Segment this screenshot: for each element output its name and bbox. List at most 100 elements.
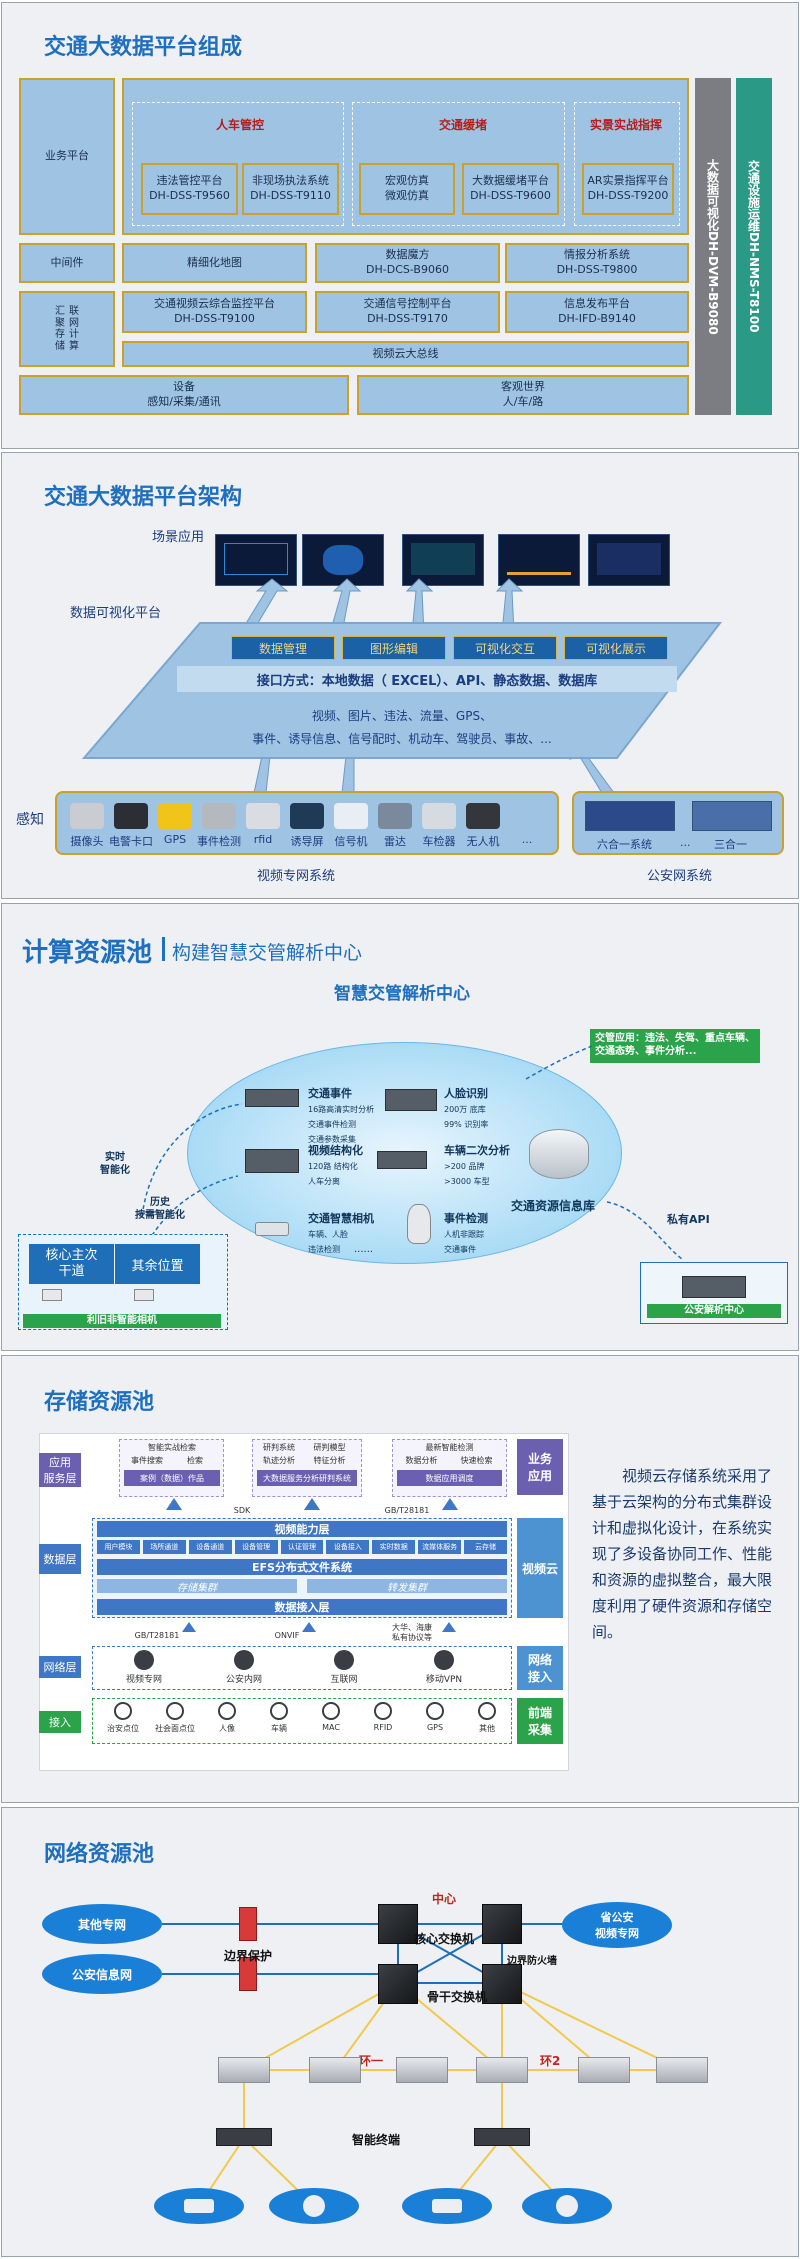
sensing-device: 无人机 [460, 803, 506, 849]
item-title: 交通事件 [308, 1087, 352, 1100]
label: 网络 [527, 1653, 552, 1667]
endpoint-item: 人像 [202, 1702, 252, 1734]
scene-screenshot [302, 534, 384, 586]
scene-screenshot [588, 534, 670, 586]
camera-cloud [269, 2188, 359, 2224]
apps-banner: 交管应用：违法、失驾、重点车辆、交通态势、事件分析... [590, 1029, 760, 1063]
item-title: 视频结构化 [308, 1144, 363, 1157]
label: 感知/采集/通讯 [147, 395, 221, 408]
ring-2-label: 环2 [540, 2054, 561, 2068]
border-firewall-label: 边界防火墙 [507, 1956, 557, 1967]
item-title: 事件检测 [444, 1212, 488, 1225]
item-video-structure: 视频结构化 120路 结构化 人车分离 [308, 1144, 363, 1189]
app-item: 智能实战检索 [148, 1443, 196, 1452]
item-line: 16路高清实时分析 [308, 1104, 375, 1114]
btn-graphic-edit[interactable]: 图形编辑 [342, 636, 446, 660]
label: 信息发布平台 [564, 297, 630, 311]
btn-data-management[interactable]: 数据管理 [231, 636, 335, 660]
char: 网 [69, 317, 79, 329]
ps-net-label: 公安网系统 [647, 869, 713, 884]
app-service-layer: 应用服务层 [39, 1453, 81, 1487]
label: 非现场执法系统 [252, 174, 329, 188]
sensing-device: GPS [152, 803, 198, 846]
section-storage-pool: 存储资源池 应用服务层 智能实战检索 事件搜索 检索 研判系统 研判模型 轨迹分… [1, 1355, 799, 1803]
other-private-net-cloud: 其他专网 [42, 1904, 162, 1944]
endpoint-icon [374, 1702, 392, 1720]
database-icon [529, 1129, 589, 1179]
forward-cluster: 转发集群 [307, 1579, 507, 1594]
label: 私有协议等 [392, 1633, 432, 1643]
endpoint-item: 社会面点位 [150, 1702, 200, 1734]
label: 大华、海康 [392, 1623, 432, 1632]
arrow-up [166, 1498, 182, 1510]
device-label: 摄像头 [70, 835, 104, 848]
label: 大数据缓堵平台 [472, 174, 549, 188]
network-label: 视频专网 [125, 1675, 162, 1685]
server-unit [245, 1149, 299, 1173]
item-vehicle-analysis: 车辆二次分析 >200 品牌 >3000 车型 [444, 1144, 510, 1189]
arrow-up [182, 1622, 196, 1632]
model: DH-IFD-B9140 [558, 312, 636, 325]
sensing-device: 雷达 [372, 803, 418, 849]
item-event-detection: 事件检测 人机非跟踪 交通事件 [444, 1212, 488, 1257]
item-line: >200 品牌 [444, 1161, 485, 1171]
item-title: 人脸识别 [444, 1087, 488, 1100]
endpoint-label: 社会面点位 [155, 1724, 195, 1733]
sense-label: 感知 [16, 812, 44, 828]
core-switch-label: 核心交换机 [414, 1932, 475, 1946]
device-label: 雷达 [384, 835, 406, 848]
label: 利旧非智能相机 [87, 1315, 157, 1326]
simulation: 宏观仿真微观仿真 [359, 163, 455, 215]
capability-item: 云存储 [464, 1540, 507, 1554]
endpoint-icon [114, 1702, 132, 1720]
access-switch-icon [309, 2057, 361, 2083]
ps-ellipsis: ... [680, 836, 691, 849]
label: 业务平台 [45, 149, 89, 163]
device-label: 信号机 [334, 835, 368, 848]
camera-icon [134, 1289, 154, 1301]
item-smart-camera: 交通智慧相机 车辆、人脸 违法检测 [308, 1212, 374, 1257]
item-line: 违法检测 [308, 1244, 340, 1254]
btn-visual-display[interactable]: 可视化展示 [564, 636, 668, 660]
label: 大数据可视化 [705, 158, 720, 231]
endpoint-label: 其他 [479, 1724, 495, 1733]
label: 接入 [527, 1670, 552, 1684]
endpoint-item: RFID [358, 1702, 408, 1732]
app-box-1 [119, 1439, 224, 1497]
camera-cloud [154, 2188, 244, 2224]
label: 中间件 [50, 255, 84, 269]
char: 储 [55, 340, 65, 352]
more-ellipsis: ...... [354, 1244, 374, 1255]
label: 应用 [49, 1456, 71, 1469]
item-face-recognition: 人脸识别 200万 底库 99% 识别率 [444, 1087, 488, 1132]
label: 微观仿真 [385, 189, 429, 202]
server-unit [385, 1089, 437, 1111]
model: DH-DSS-T9600 [470, 189, 551, 202]
endpoint-icon [478, 1702, 496, 1720]
section-subtitle: 构建智慧交管解析中心 [172, 942, 363, 964]
endpoint-label: 车辆 [271, 1724, 287, 1733]
label: 核心主次 [45, 1247, 98, 1263]
device-label: 电警卡口 [109, 835, 153, 848]
realtime-label: 实时智能化 [100, 1151, 130, 1177]
data-access-layer: 数据接入层 [97, 1599, 507, 1615]
efs-bar: EFS分布式文件系统 [97, 1559, 507, 1575]
label: 业务 [527, 1452, 552, 1466]
core-switch-icon [378, 1904, 418, 1944]
video-cloud-label: 视频云 [517, 1518, 563, 1618]
model: DH-DCS-B9060 [366, 263, 449, 276]
btn-visual-interaction[interactable]: 可视化交互 [453, 636, 557, 660]
label: 视频专网 [595, 1927, 639, 1940]
model: DH-NMS-T8100 [747, 232, 761, 333]
center-title: 智慧交管解析中心 [334, 984, 470, 1004]
scene-label: 场景应用 [152, 530, 205, 545]
backbone-switch-icon [378, 1964, 418, 2004]
server-unit [377, 1151, 427, 1169]
label: 智能化 [100, 1165, 130, 1176]
endpoint-label: MAC [322, 1723, 340, 1732]
